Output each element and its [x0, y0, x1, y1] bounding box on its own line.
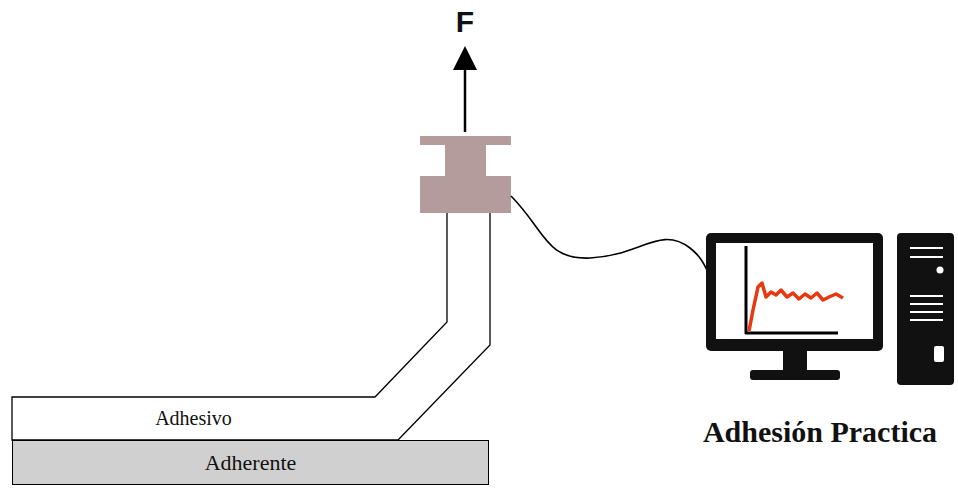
monitor [706, 233, 883, 380]
force-arrow [464, 66, 467, 132]
substrate-block: Adherente [12, 440, 489, 485]
force-label: F [440, 4, 490, 40]
layer-name: Adhesivo [155, 407, 232, 430]
adhesive-layer: Adhesivo [12, 397, 375, 440]
signal-cable [511, 196, 708, 272]
caption-label: Adhesión Practica [700, 412, 940, 452]
force-arrowhead [453, 46, 477, 70]
adhesive-strip [12, 212, 490, 440]
computer-tower [897, 233, 954, 385]
layer-name: Adherente [205, 450, 297, 476]
grip-clamp [420, 136, 511, 213]
